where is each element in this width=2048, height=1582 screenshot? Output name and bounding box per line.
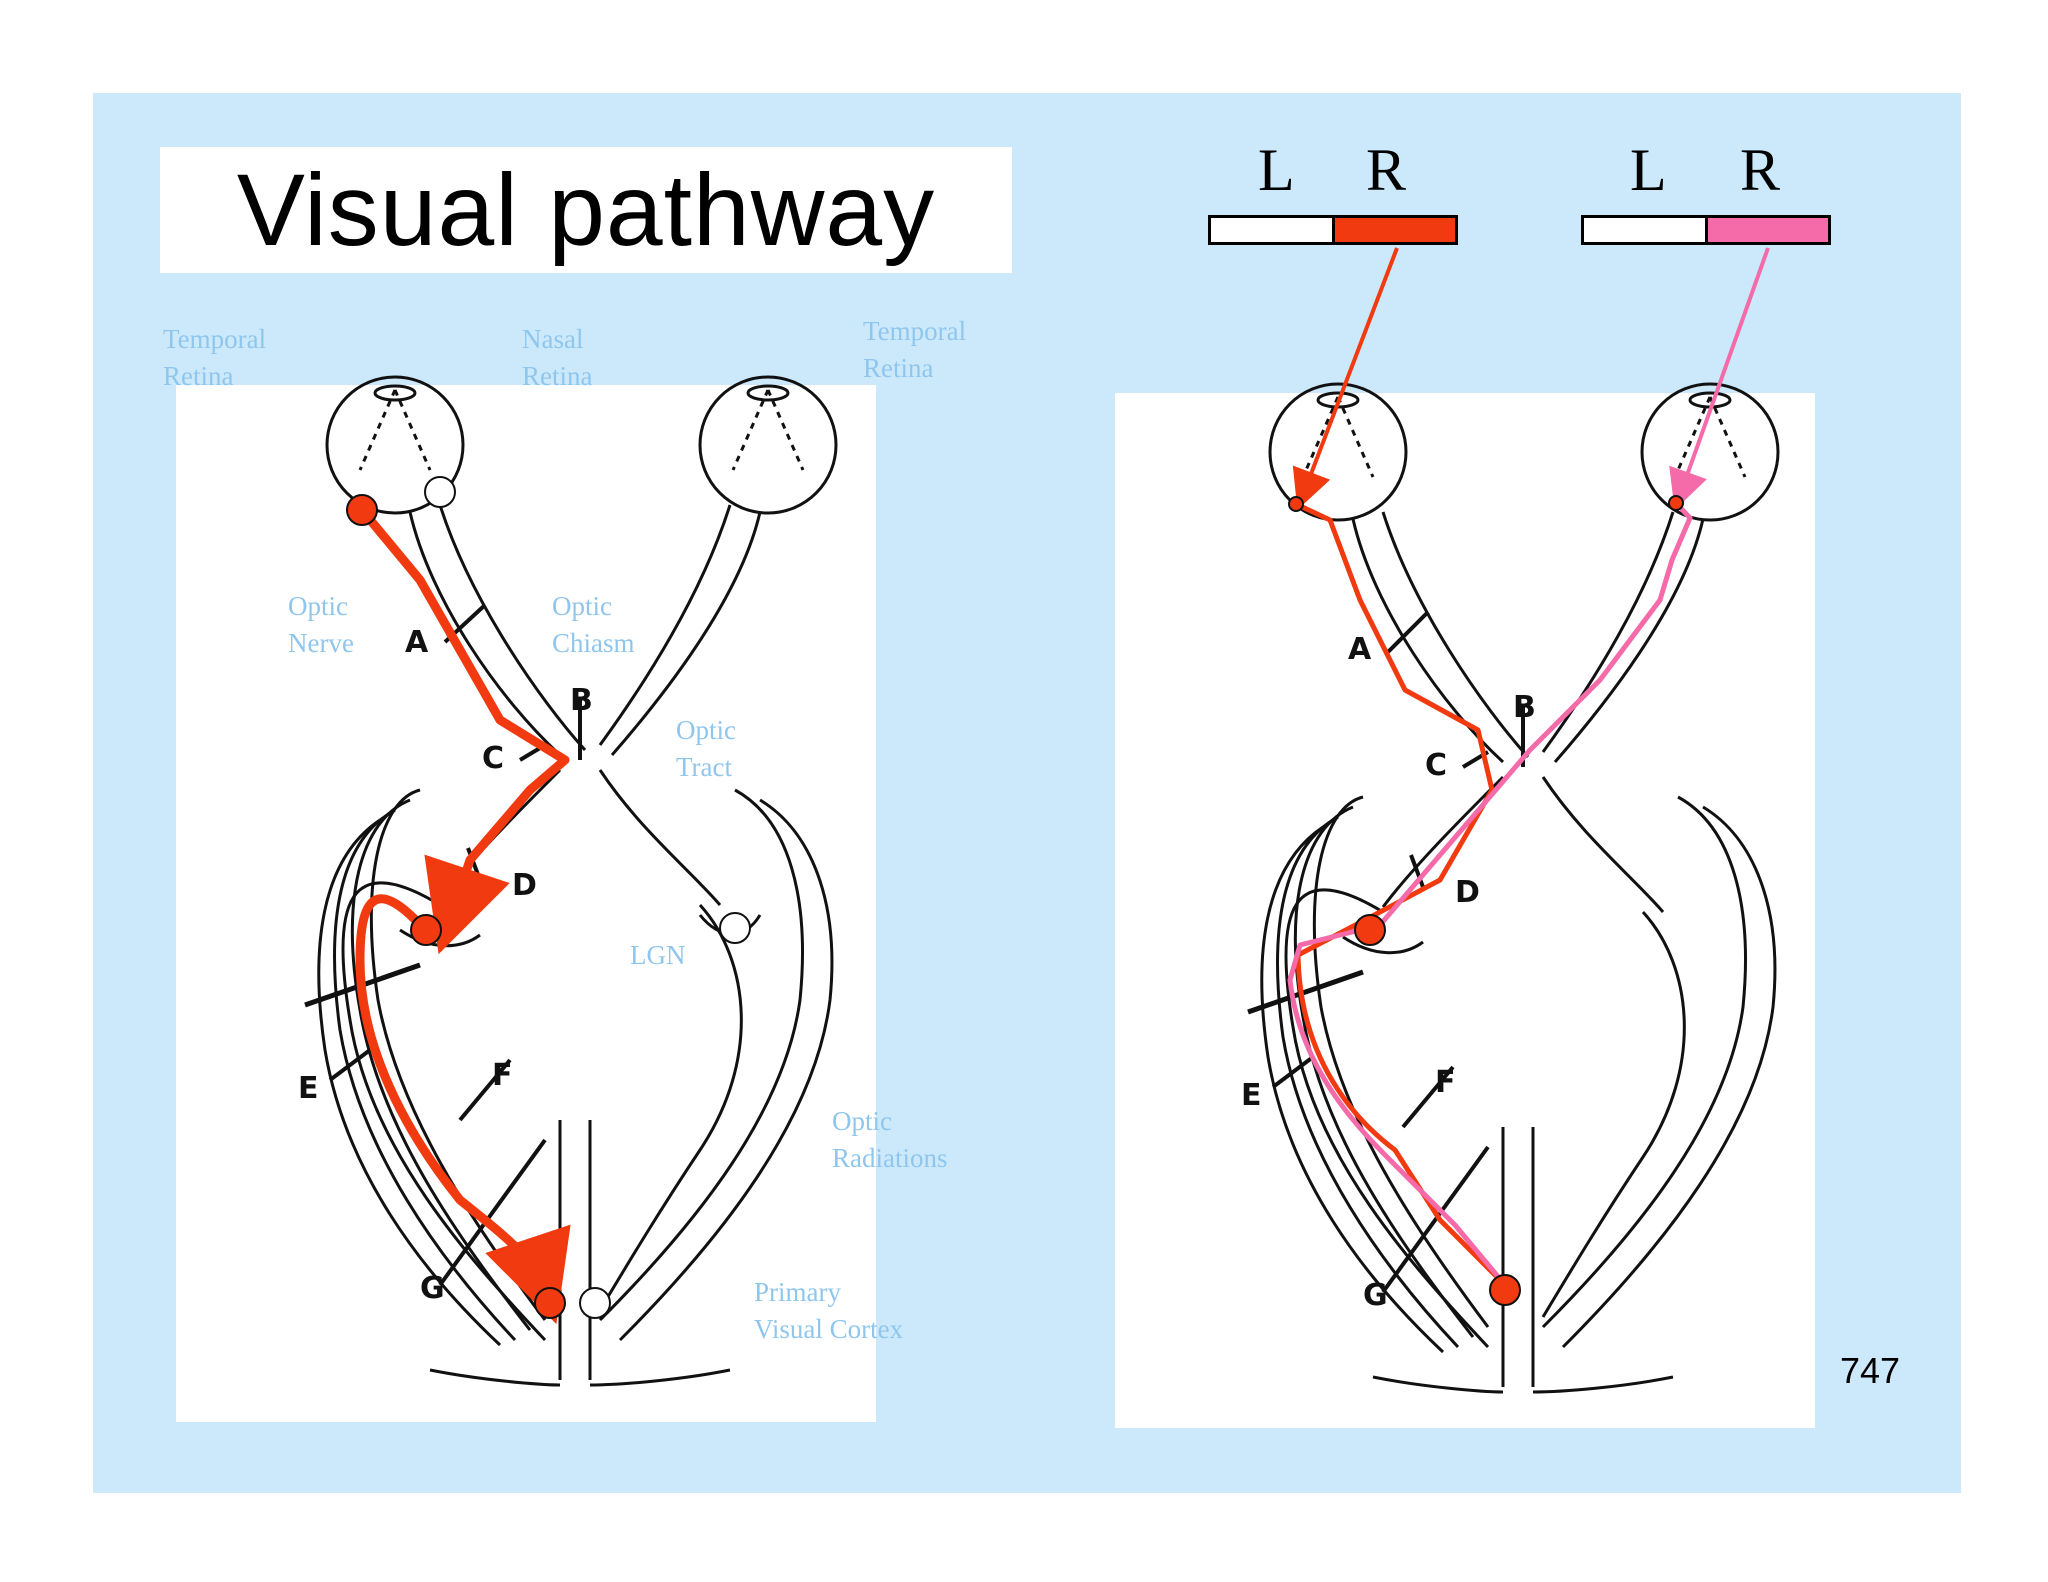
left-letter-f: F [492,1058,513,1093]
label-temporal-retina-left: Temporal Retina [163,324,267,391]
label-lgn: LGN [630,940,686,970]
visual-field-bar-2 [1581,215,1831,245]
left-eye-outline [325,375,465,515]
right-cortex-white-dot [579,1287,611,1319]
left-retina-red-dot [346,494,378,526]
left-retina-white-dot [424,476,456,508]
visual-field-bar-1 [1208,215,1458,245]
label-optic-nerve: Optic Nerve [288,591,354,658]
field1-left-label: L [1258,137,1295,203]
left-letter-c: C [482,741,504,776]
right-anatomy-lines [1247,382,1780,1394]
right-letter-a: A [1348,632,1372,667]
title-box: Visual pathway [160,147,1012,273]
label-nasal-retina: Nasal Retina [522,324,593,391]
left-cortex-red-dot [534,1287,566,1319]
right-diagram-red-retina-dot [1288,496,1304,512]
right-diagram-pink-retina-dot [1668,495,1684,511]
right-letter-c: C [1425,748,1447,783]
label-optic-tract: Optic Tract [676,715,736,782]
left-red-radiation-pathway [355,894,571,1325]
right-letter-g: G [1363,1278,1388,1313]
field1-right-half [1331,218,1455,242]
pink-field-arrow [1669,247,1770,511]
label-optic-chiasm: Optic Chiasm [552,591,635,658]
red-field-arrow [1292,247,1399,510]
field1-left-half [1211,218,1332,242]
label-temporal-retina-right: Temporal Retina [863,316,967,383]
field2-left-label: L [1630,137,1667,203]
slide-number: 747 [1840,1350,1901,1391]
field1-right-label: R [1366,137,1407,203]
right-letter-d: D [1455,875,1480,910]
right-diagram-lgn-dot [1354,914,1386,946]
right-eye-outline [698,375,838,515]
right-letter-e: E [1241,1078,1262,1113]
right-letter-b: B [1513,690,1536,725]
left-lgn-red-dot [410,914,442,946]
left-letter-d: D [512,868,537,903]
left-letter-b: B [570,683,593,718]
left-letter-a: A [405,625,429,660]
field2-right-half [1704,218,1828,242]
left-anatomy-lines [304,375,838,1387]
label-primary-visual-cortex: Primary Visual Cortex [754,1277,904,1344]
left-letter-g: G [420,1271,445,1306]
right-pink-pathway [1287,501,1693,1287]
right-lgn-white-dot [719,912,751,944]
left-letter-e: E [298,1071,319,1106]
field2-right-label: R [1740,137,1781,203]
field2-left-half [1584,218,1705,242]
right-letter-f: F [1435,1065,1456,1100]
right-diagram-panel [1115,393,1815,1428]
right-red-pathway [1294,501,1507,1287]
right-diagram-cortex-dot [1489,1274,1521,1306]
left-red-pathway [358,507,570,955]
label-optic-radiations: Optic Radiations [832,1106,948,1173]
slide-title: Visual pathway [236,153,936,267]
